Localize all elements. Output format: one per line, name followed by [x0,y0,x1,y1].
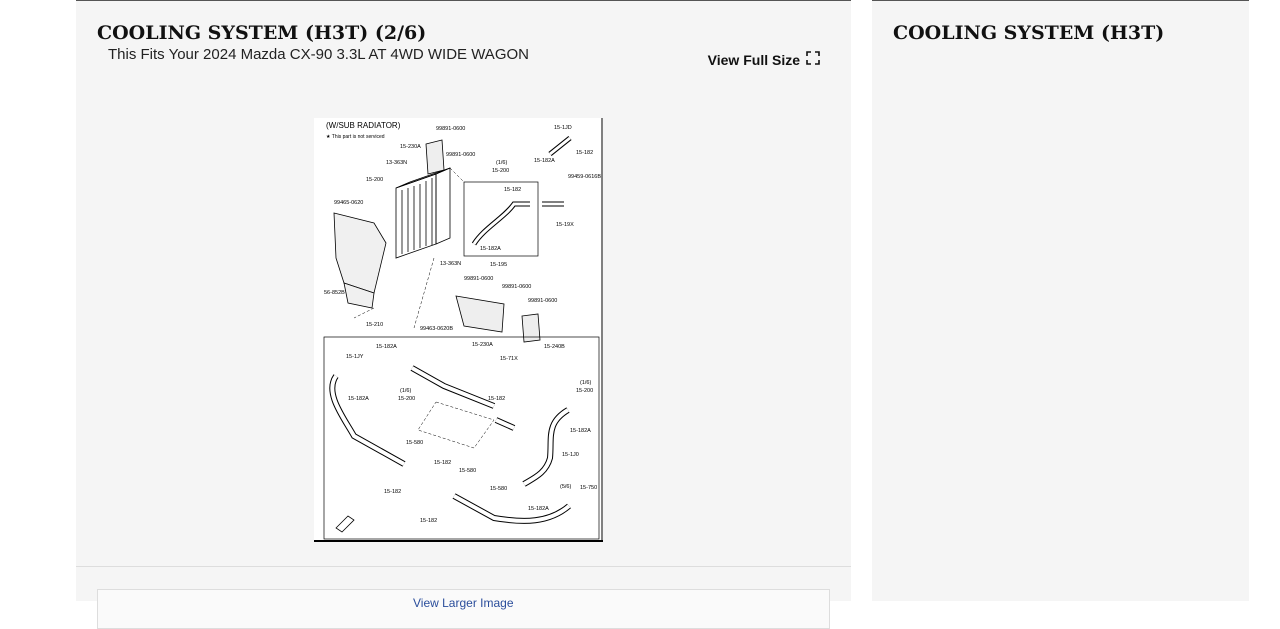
parts-diagram-panel: COOLING SYSTEM (H3T) (2/6) This Fits You… [76,0,851,629]
bracket-drawings [425,139,541,343]
part-label[interactable]: 99891-0600 [446,152,475,158]
front-arrow-icon [335,515,355,533]
part-label[interactable]: 56-852B [324,290,345,296]
part-label[interactable]: (1/6) [496,160,507,166]
part-label[interactable]: 15-71X [500,356,518,362]
part-label[interactable]: 15-200 [366,177,383,183]
cooling-system-diagram[interactable]: (W/SUB RADIATOR) ★ This part is not serv… [314,118,603,542]
part-label[interactable]: 15-230A [400,144,421,150]
part-label[interactable]: 15-210 [366,322,383,328]
parts-list-panel: COOLING SYSTEM (H3T) [872,0,1249,601]
part-label[interactable]: 15-182A [570,428,591,434]
part-label[interactable]: 15-200 [398,396,415,402]
part-label[interactable]: (1/6) [580,380,591,386]
part-label[interactable]: 15-182 [420,518,437,524]
part-label[interactable]: 15-182 [384,489,401,495]
radiator-drawing [395,167,451,259]
part-label[interactable]: 15-580 [406,440,423,446]
lower-hose-drawings [329,365,571,524]
part-label[interactable]: (1/6) [400,388,411,394]
part-label[interactable]: 99465-0620 [334,200,363,206]
view-full-size-button[interactable]: View Full Size [708,51,820,68]
view-full-size-label: View Full Size [707,51,800,68]
part-label[interactable]: 15-240B [544,344,565,350]
part-label[interactable]: 15-1J0 [562,452,579,458]
diagram-heading: (W/SUB RADIATOR) [326,121,401,130]
part-label[interactable]: 99891-0600 [528,298,557,304]
part-label[interactable]: 15-580 [490,486,507,492]
part-label[interactable]: 99891-0600 [502,284,531,290]
part-label[interactable]: 15-182A [348,396,369,402]
part-label[interactable]: 13-363N [386,160,407,166]
part-label[interactable]: 15-1JY [346,354,364,360]
diagram-title: COOLING SYSTEM (H3T) (2/6) [97,22,427,44]
part-label[interactable]: 15-182A [528,506,549,512]
air-duct-drawing [333,212,387,309]
part-label[interactable]: 15-19X [556,222,574,228]
part-label[interactable]: 15-182A [376,344,397,350]
part-label[interactable]: 15-182A [480,246,501,252]
part-label[interactable]: 15-1JD [554,125,572,131]
part-label[interactable]: 99463-0620B [420,326,453,332]
part-label[interactable]: (5/6) [560,484,571,490]
part-label[interactable]: 15-182A [534,158,555,164]
part-label[interactable]: 13-363N [440,261,461,267]
part-label[interactable]: 99459-0616B [568,174,601,180]
part-label[interactable]: 15-580 [459,468,476,474]
part-label[interactable]: 15-182 [434,460,451,466]
part-label[interactable]: 15-750 [580,485,597,491]
part-label[interactable]: 15-200 [576,388,593,394]
part-label[interactable]: 15-182 [504,187,521,193]
part-label[interactable]: 15-195 [490,262,507,268]
part-label[interactable]: 15-200 [492,168,509,174]
part-label[interactable]: 99891-0600 [436,126,465,132]
diagram-note: ★ This part is not serviced [326,134,385,140]
parts-list-title: COOLING SYSTEM (H3T) [893,22,1165,44]
part-label[interactable]: 15-182 [488,396,505,402]
expand-icon [806,51,820,68]
part-label[interactable]: 15-230A [472,342,493,348]
part-label[interactable]: 99891-0600 [464,276,493,282]
image-controls-box: View Larger Image [97,589,830,629]
section-divider [76,566,851,567]
vehicle-fitment-text: This Fits Your 2024 Mazda CX-90 3.3L AT … [108,46,529,63]
view-larger-image-link[interactable]: View Larger Image [413,596,514,610]
part-label[interactable]: 15-182 [576,150,593,156]
